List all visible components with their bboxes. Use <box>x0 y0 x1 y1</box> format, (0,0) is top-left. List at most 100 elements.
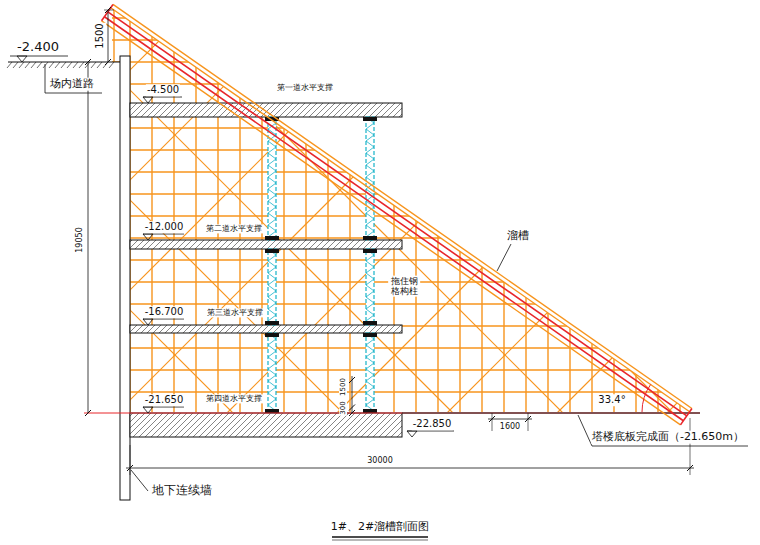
scaffold-ledger <box>100 237 700 238</box>
scaffold-pole <box>327 0 328 420</box>
dimension-text: 300 <box>339 400 347 415</box>
angle-label: 33.4° <box>597 394 626 406</box>
scaffold-brace <box>100 0 700 110</box>
scaffold-brace <box>100 50 700 545</box>
ground-hatch <box>7 62 12 68</box>
elevation-label: -21.650 <box>144 394 185 406</box>
scaffold-pole <box>437 0 438 420</box>
chute-line <box>104 17 683 421</box>
dimension-line <box>88 62 89 413</box>
ground-hatch <box>43 62 48 68</box>
scaffold-pole <box>305 0 306 420</box>
dimension-tick <box>127 465 133 471</box>
leader-line <box>592 446 748 447</box>
ground-hatch <box>25 62 30 68</box>
elevation-triangle <box>17 56 27 62</box>
ground-hatch <box>31 62 36 68</box>
leader-line <box>45 64 46 93</box>
horizontal-strut <box>130 325 402 333</box>
linework <box>7 4 748 540</box>
column-cap <box>363 409 377 413</box>
elevation-line <box>10 56 68 57</box>
lattice-column <box>366 249 374 325</box>
scaffold-pole <box>459 0 460 420</box>
scaffold-pole <box>613 0 614 420</box>
dimension-tick <box>85 410 91 416</box>
elevation-line <box>143 234 184 235</box>
dimension-line <box>126 468 694 469</box>
column-cap <box>363 249 377 253</box>
extension-line <box>492 413 493 431</box>
elevation-triangle <box>143 407 153 413</box>
scaffold-brace <box>100 170 700 545</box>
scaffold-pole <box>415 0 416 420</box>
scaffold-grid <box>100 0 700 545</box>
strut-label: 第一道水平支撑 <box>276 83 334 92</box>
scaffold-brace <box>100 0 700 430</box>
dimension-tick <box>349 405 355 411</box>
scaffold-brace <box>100 0 700 210</box>
scaffold-ledger <box>100 39 700 40</box>
scaffold-pole <box>217 0 218 420</box>
column-cap <box>265 409 279 413</box>
dimension-text: 1500 <box>339 377 347 397</box>
strut-ground <box>130 103 402 117</box>
chute-line <box>111 8 690 412</box>
column-cap <box>265 236 279 240</box>
dimension-line <box>108 10 109 62</box>
strut-ground <box>130 325 402 333</box>
horizontal-strut <box>130 413 402 437</box>
scaffold-pole <box>657 0 658 420</box>
elevation-triangle <box>143 319 153 325</box>
column-note: 拖住钢格构柱 <box>388 276 420 297</box>
lattice-web <box>366 117 374 237</box>
dimension-text: 1600 <box>499 422 521 431</box>
scaffold-brace <box>100 0 700 440</box>
scaffold-pole <box>635 0 636 420</box>
elevation-line <box>407 431 454 432</box>
dimension-line <box>488 419 532 420</box>
dimension-text: 30000 <box>366 456 393 465</box>
scaffold-pole <box>481 0 482 420</box>
leader-line <box>497 244 511 271</box>
scaffold-brace <box>100 0 700 100</box>
scaffold-ledger <box>100 127 700 128</box>
base-line <box>402 412 700 413</box>
strut-label: 第四道水平支撑 <box>205 394 263 403</box>
scaffold-ledger <box>100 17 700 18</box>
caption: 1#、2#溜槽剖面图 <box>330 521 430 534</box>
horizontal-strut <box>130 240 402 249</box>
angle-arc <box>642 385 651 413</box>
ground-hatch <box>49 62 54 68</box>
lattice-column <box>366 117 374 240</box>
lattice-web <box>268 333 276 411</box>
scaffold-brace <box>100 270 700 545</box>
scaffold-brace <box>100 380 700 545</box>
scaffold-pole <box>349 0 350 420</box>
elevation-line <box>143 407 184 408</box>
ground-hatch <box>55 62 60 68</box>
extension-line <box>130 445 131 475</box>
diaphragm-wall <box>120 56 130 500</box>
scaffold-ledger <box>100 347 700 348</box>
column-cap <box>265 333 279 337</box>
elevation-triangle <box>407 431 417 437</box>
road-label: 场内道路 <box>49 78 95 91</box>
ground-hatch <box>61 62 66 68</box>
scaffold-brace <box>100 490 700 545</box>
ground-line <box>8 61 120 62</box>
reference-line <box>84 413 700 414</box>
scaffold-pole <box>569 0 570 420</box>
dimension-tick <box>687 465 693 471</box>
extension-line <box>104 10 114 11</box>
chute-line <box>113 4 692 408</box>
elevation-line <box>143 319 184 320</box>
elevation-label: -16.700 <box>144 306 185 318</box>
dimension-tick <box>85 59 91 65</box>
chute-line <box>102 21 681 425</box>
dimension-tick <box>489 416 495 422</box>
column-cap <box>363 321 377 325</box>
scaffold-brace <box>100 0 700 540</box>
column-cap <box>265 321 279 325</box>
